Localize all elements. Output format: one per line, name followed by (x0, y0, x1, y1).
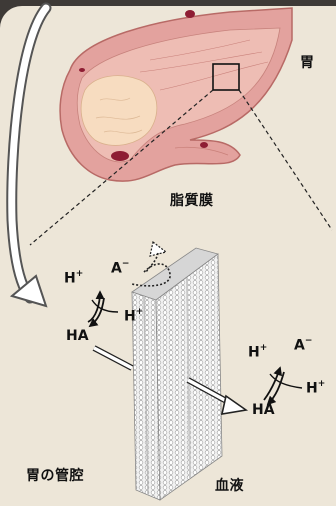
equilibrium-right (264, 368, 302, 404)
stomach-fat (81, 76, 157, 146)
right-h-plus-right: H+ (306, 380, 325, 397)
right-h-plus-top: H+ (248, 344, 267, 361)
right-a-minus: A− (294, 337, 312, 354)
left-a-minus: A− (111, 260, 129, 277)
flow-arrow (12, 8, 46, 306)
stomach-illustration (60, 8, 292, 181)
label-lipid-membrane: 脂質膜 (170, 190, 214, 210)
label-blood: 血液 (215, 475, 244, 495)
left-h-plus-right: H+ (124, 308, 143, 325)
left-h-plus-top: H+ (64, 270, 83, 287)
right-ha: HA (252, 402, 275, 418)
left-ha: HA (66, 328, 89, 344)
label-stomach: 胃 (300, 52, 315, 72)
label-lumen: 胃の管腔 (26, 465, 84, 485)
equilibrium-left (88, 292, 118, 326)
zoom-line-right (239, 90, 332, 230)
